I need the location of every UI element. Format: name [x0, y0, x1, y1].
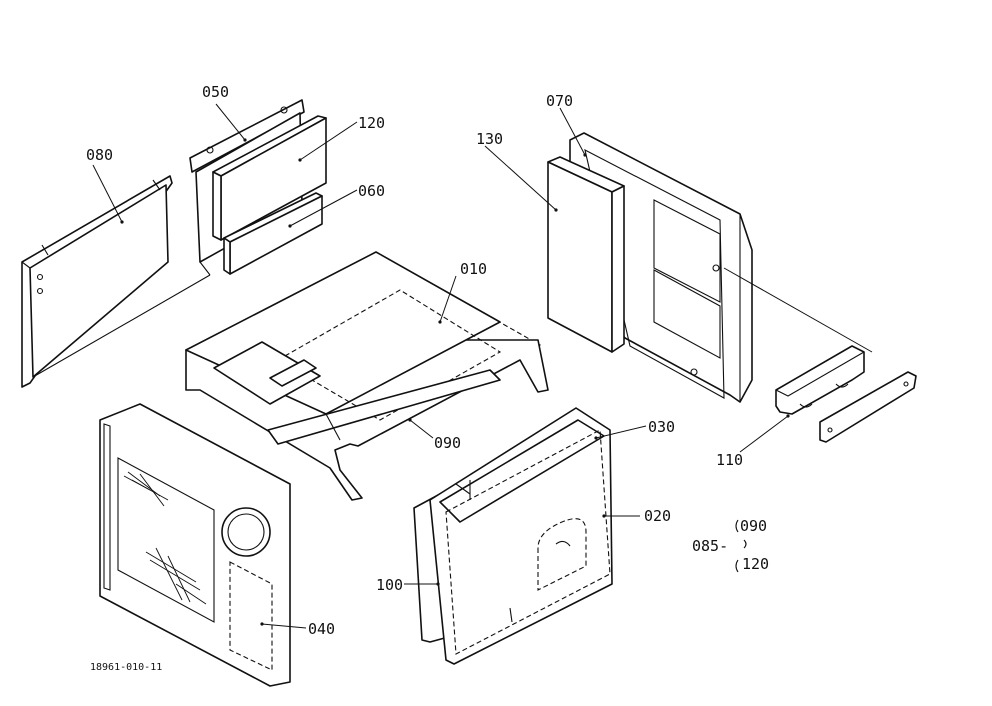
part-120-pad	[212, 115, 327, 241]
label-080: 080	[86, 146, 113, 164]
label-010: 010	[460, 260, 487, 278]
label-070: 070	[546, 92, 573, 110]
part-060-pad	[223, 192, 323, 275]
label-110: 110	[716, 451, 743, 469]
part-130-block	[547, 156, 625, 353]
drawing-number: 18961-010-11	[90, 662, 162, 673]
label-040: 040	[308, 620, 335, 638]
glass-hatch	[123, 471, 207, 605]
kit-note-main: 085-	[692, 537, 728, 555]
part-030-020-100-door	[413, 407, 613, 665]
leader-lines	[92, 103, 790, 629]
part-040-front-panel	[99, 403, 291, 687]
kit-note-item-a: 090	[740, 517, 767, 535]
label-130: 130	[476, 130, 503, 148]
part-080-back-plate	[21, 175, 211, 388]
label-020: 020	[644, 507, 671, 525]
label-090: 090	[434, 434, 461, 452]
label-050: 050	[202, 83, 229, 101]
label-030: 030	[648, 418, 675, 436]
part-010-base-tray	[184, 251, 549, 501]
part-number-labels: 080 050 120 060 010 090 070 130 030 020 …	[86, 83, 743, 638]
kit-note-item-b: 120	[742, 555, 769, 573]
label-100: 100	[376, 576, 403, 594]
label-060: 060	[358, 182, 385, 200]
part-110-clamp	[723, 267, 917, 443]
kit-note: 085- 090 120	[692, 517, 769, 573]
label-120: 120	[358, 114, 385, 132]
